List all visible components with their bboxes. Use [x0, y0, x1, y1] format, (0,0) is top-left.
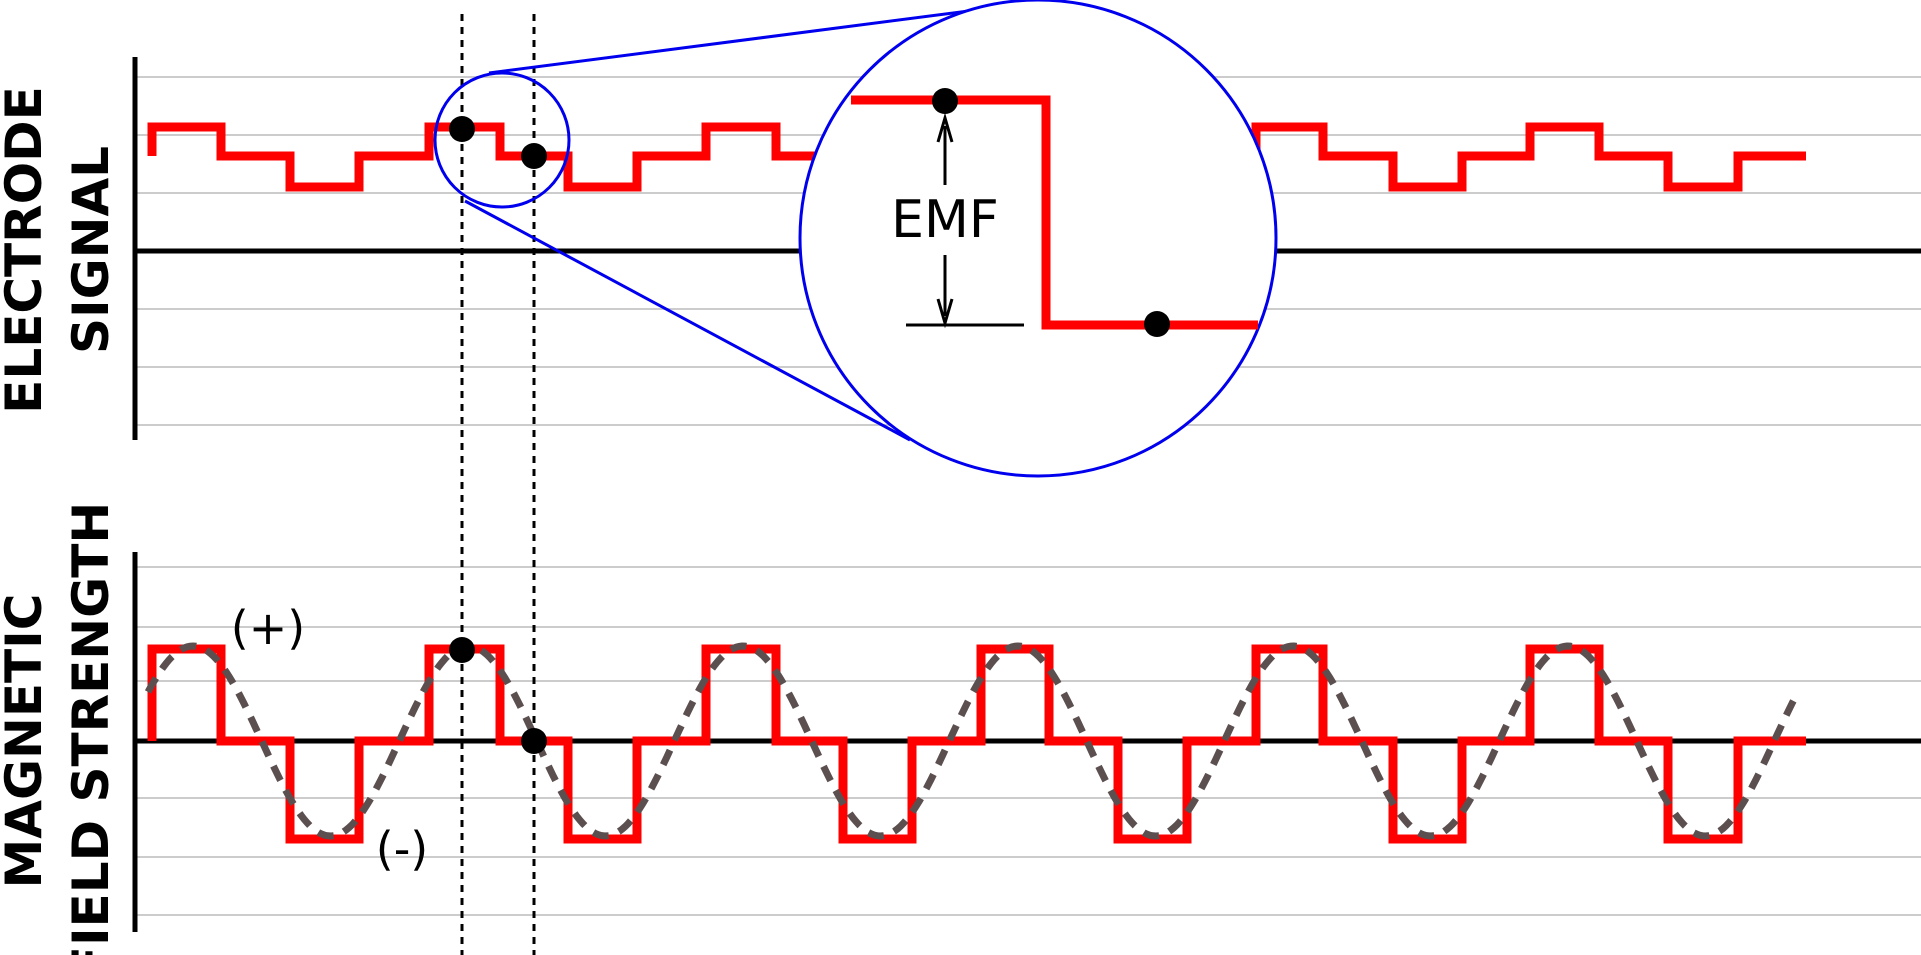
emf-arrow-up-head	[936, 112, 954, 143]
magnetic-sample-dot-1	[449, 637, 475, 663]
magnetic-sample-dot-2	[521, 728, 547, 754]
magnetic-label-line1: MAGNETIC	[0, 594, 53, 889]
emf-arrow-down-head	[936, 298, 954, 329]
electrode-label-line1: ELECTRODE	[0, 86, 53, 414]
zoom-point-low	[1144, 311, 1170, 337]
positive-annotation: (+)	[231, 601, 305, 655]
zoom-connector-top	[488, 0, 1039, 75]
emf-label: EMF	[891, 190, 999, 250]
zoom-connector-bottom	[464, 199, 911, 442]
electrode-sample-dot-2	[521, 143, 547, 169]
electrode-label-line2: SIGNAL	[62, 146, 120, 354]
magnetic-gridlines	[137, 566, 1921, 916]
magnetic-label-line2: FIELD STRENGTH	[62, 502, 120, 955]
electrode-sample-dot-1	[449, 116, 475, 142]
negative-annotation: (-)	[376, 822, 429, 876]
magnetic-square-wave	[147, 644, 1806, 844]
zoom-point-high	[932, 88, 958, 114]
zoom-magnified-circle	[798, 0, 1278, 478]
zoom-source-circle	[433, 71, 571, 209]
